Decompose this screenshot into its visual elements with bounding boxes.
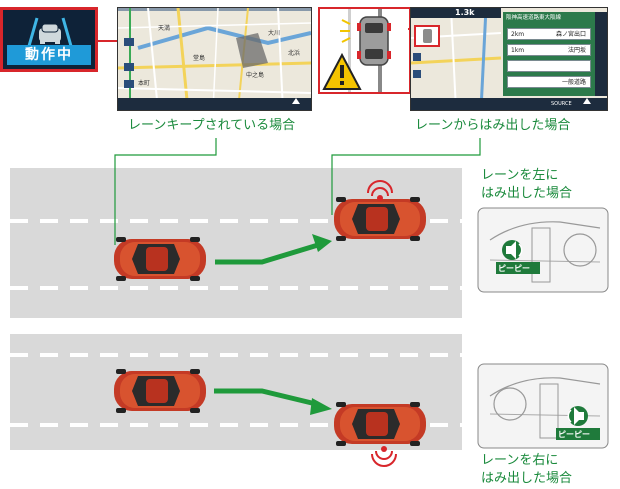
car-departing-left [334, 197, 426, 241]
dashboard-right-beep [477, 363, 609, 449]
status-label: 動作中 [7, 45, 91, 65]
route-item[interactable]: 一般道路 [507, 76, 591, 88]
place-label: 天満 [158, 25, 171, 32]
lane-keep-car-icon [27, 17, 73, 47]
callout-connector-departure [331, 138, 481, 215]
route-item[interactable] [507, 60, 591, 72]
nav-screen-departure: 1.3k 阪神高速道路東大阪線 2km 森ノ宮出口 1km 法円坂 一般道路 S… [410, 7, 608, 111]
departure-warning-graphic [318, 7, 411, 94]
route-item[interactable]: 1km 法円坂 [507, 44, 591, 56]
route-distance: 1km [511, 47, 525, 54]
caption-right-departure-line1: レーンを右に [481, 453, 559, 468]
route-label: 一般道路 [561, 79, 586, 86]
caption-right-departure: レーンを右に はみ出した場合 [481, 452, 572, 488]
road-upper [10, 168, 462, 318]
place-label: 北浜 [288, 50, 301, 57]
dashboard-left-beep [477, 207, 609, 293]
distance-readout: 1.3k [455, 8, 475, 17]
beep-label-right: ピーピー [558, 430, 590, 439]
source-label[interactable]: SOURCE [551, 101, 572, 107]
arrow-head [312, 234, 332, 252]
guidance-panel: 阪神高速道路東大阪線 2km 森ノ宮出口 1km 法円坂 一般道路 [503, 12, 595, 96]
guidance-panel-title: 阪神高速道路東大阪線 [506, 15, 562, 21]
route-item[interactable]: 2km 森ノ宮出口 [507, 28, 591, 40]
caption-left-departure: レーンを左に はみ出した場合 [481, 167, 572, 203]
route-distance: 2km [511, 31, 525, 38]
caption-left-departure-line1: レーンを左に [481, 168, 559, 183]
car-keeping [114, 237, 206, 281]
nav-screen-keeping: 大川 天満 堂島 中之島 北浜 本町 [117, 7, 312, 111]
caption-left-departure-line2: はみ出した場合 [481, 186, 573, 201]
car-departing-right [334, 402, 426, 446]
travel-arrow-upper [215, 242, 319, 265]
beep-label-left: ピーピー [498, 264, 530, 273]
alert-signal-icon [367, 180, 393, 201]
alert-signal-icon [371, 446, 397, 467]
place-label: 堂島 [193, 55, 206, 62]
place-label: 大川 [268, 30, 281, 37]
callout-connector-keeping [114, 138, 217, 245]
place-label: 中之島 [246, 72, 265, 79]
caption-lane-keeping: レーンキープされている場合 [128, 118, 296, 133]
city-map [118, 8, 311, 110]
lane-keep-status-indicator: 動作中 [0, 7, 98, 72]
route-label: 法円坂 [567, 47, 586, 54]
travel-arrow-lower [214, 388, 317, 407]
place-label: 本町 [138, 80, 151, 87]
departing-car-graphic [320, 9, 409, 92]
panel-scroll-bar[interactable] [595, 12, 607, 96]
callout-line [95, 40, 117, 42]
caption-lane-departure: レーンからはみ出した場合 [415, 118, 571, 133]
route-label: 森ノ宮出口 [555, 31, 586, 38]
arrow-head [310, 398, 332, 415]
caption-right-departure-line2: はみ出した場合 [481, 471, 573, 486]
car-start-lower [114, 369, 206, 413]
